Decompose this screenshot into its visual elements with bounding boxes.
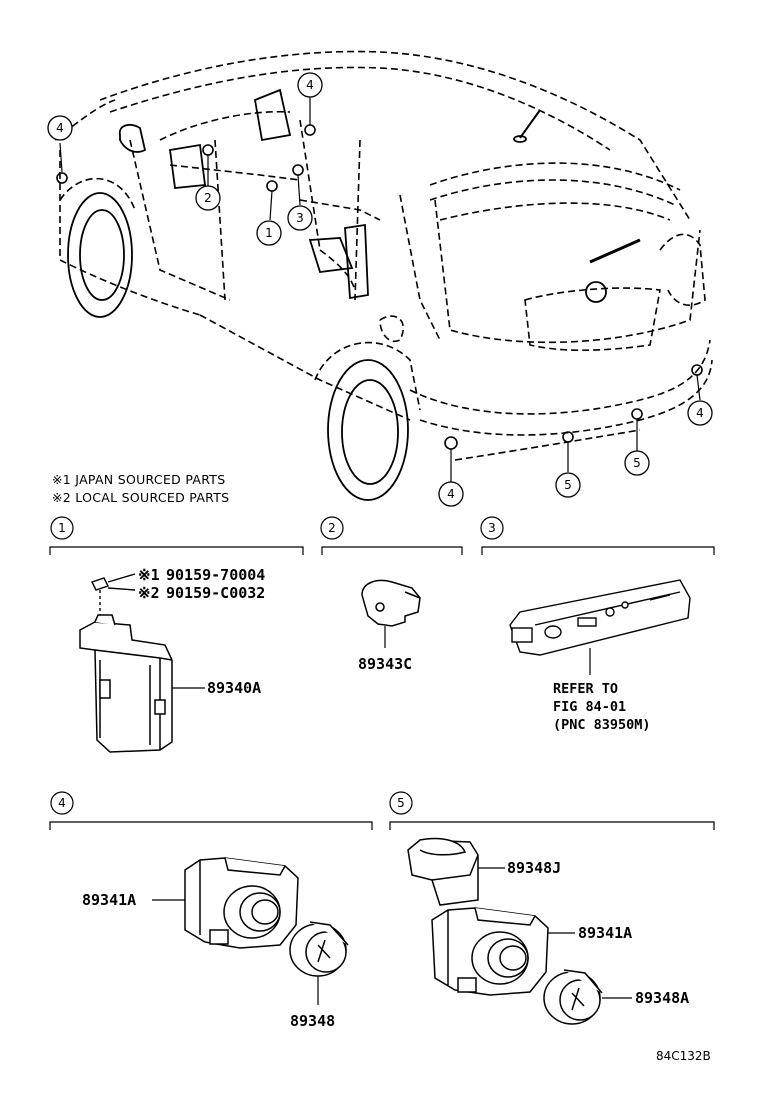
callout-circles: [47, 72, 713, 507]
bolt-part-number-1: 90159-70004: [166, 566, 265, 584]
callout-2: 2: [204, 191, 212, 205]
refer-pnc-label: (PNC 83950M): [553, 717, 651, 733]
part-number-89341A-sec4: 89341A: [82, 891, 136, 909]
retainer-5-drawing: [543, 969, 603, 1025]
sensor-5-drawing: [431, 907, 549, 996]
refer-to-label: REFER TO: [553, 681, 618, 697]
callout-5-right: 5: [633, 456, 641, 470]
vehicle-wheels: [67, 88, 641, 501]
note-local-sourced: ※2 LOCAL SOURCED PARTS: [52, 490, 229, 505]
section-label-circles: [50, 516, 504, 815]
callout-numbers: 4 2 1 3 4 4 4 5 5: [56, 78, 704, 501]
sensor-4-drawing: [184, 857, 299, 949]
section-label-5: 5: [397, 796, 405, 810]
switch-panel-drawing: [509, 579, 691, 675]
section-label-2: 2: [328, 521, 336, 535]
part-number-89341A-sec5: 89341A: [578, 924, 632, 942]
callout-leaders: [59, 97, 701, 482]
vehicle-outline: [54, 50, 713, 461]
bracket-5-drawing: [407, 837, 479, 906]
part-number-89343C: 89343C: [358, 655, 412, 673]
section-label-1: 1: [58, 521, 66, 535]
section-label-3: 3: [488, 521, 496, 535]
callout-4-front: 4: [56, 121, 64, 135]
retainer-4-drawing: [289, 921, 349, 1005]
callout-4-rear-right: 4: [696, 406, 704, 420]
part-number-89348J: 89348J: [507, 859, 561, 877]
part-number-89348A: 89348A: [635, 989, 689, 1007]
note-japan-sourced: ※1 JAPAN SOURCED PARTS: [52, 472, 225, 487]
buzzer-drawing: [361, 579, 421, 648]
ecu-module-drawing: [79, 614, 173, 753]
bolt-mark-1: ※1: [138, 566, 160, 584]
callout-4-rear-left: 4: [447, 487, 455, 501]
section-label-4: 4: [58, 796, 66, 810]
callout-1: 1: [265, 226, 273, 240]
bolt-mark-2: ※2: [138, 584, 160, 602]
refer-fig-label: FIG 84-01: [553, 699, 626, 715]
callout-5-left: 5: [564, 478, 572, 492]
part-number-89340A: 89340A: [207, 679, 261, 697]
callout-4-top: 4: [306, 78, 314, 92]
figure-code: 84C132B: [656, 1049, 711, 1063]
callout-3: 3: [296, 211, 304, 225]
section-brackets: [49, 546, 715, 830]
bolt-drawing: [91, 573, 136, 620]
part-number-89348: 89348: [290, 1012, 335, 1030]
bolt-part-number-2: 90159-C0032: [166, 584, 265, 602]
